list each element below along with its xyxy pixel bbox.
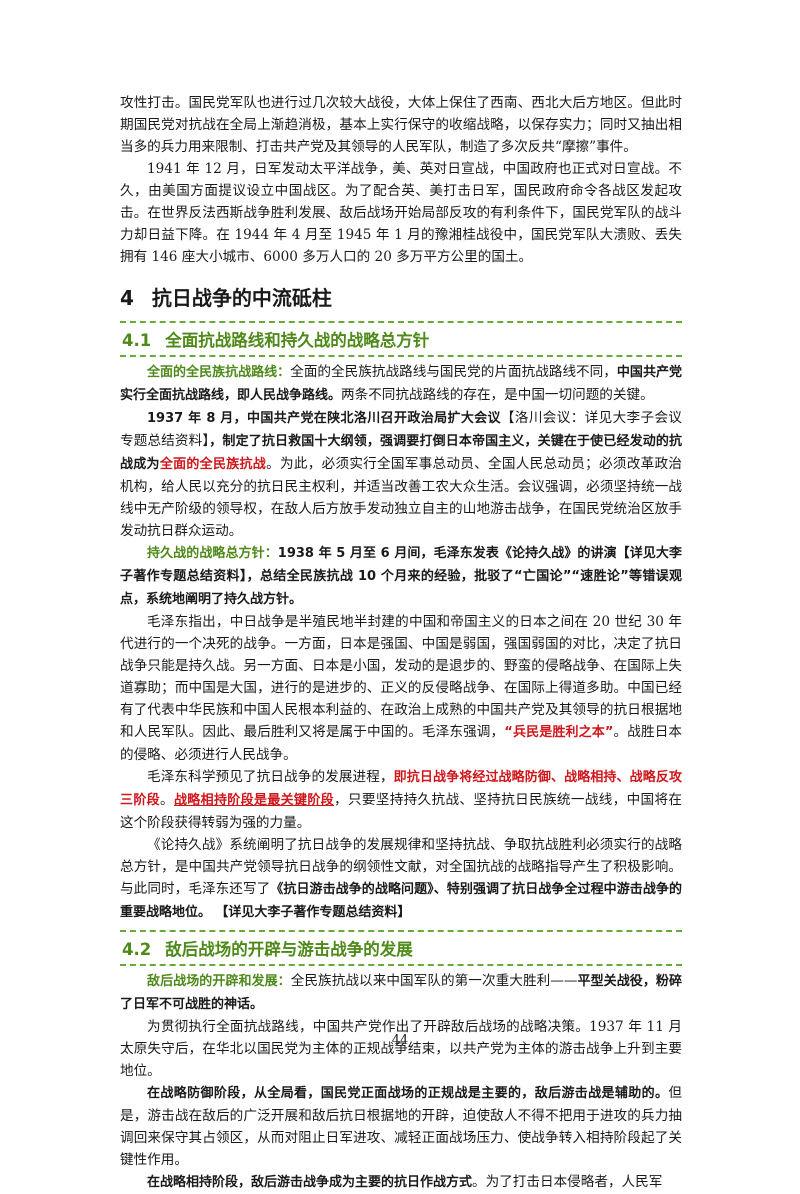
paragraph-8: 《论持久战》系统阐明了抗日战争的发展规律和坚持抗战、争取抗战胜利必须实行的战略总… <box>120 837 682 920</box>
paragraph-10: 为贯彻执行全面抗战路线，中国共产党作出了开辟敌后战场的战略决策。1937 年 1… <box>120 1019 682 1079</box>
paragraph-11: 在战略防御阶段，从全局看，国民党正面战场的正规战是主要的，敌后游击战是辅助的。但… <box>120 1085 682 1168</box>
section-number: 4.1 <box>122 331 152 350</box>
section-title: 全面抗战路线和持久战的战略总方针 <box>165 331 430 350</box>
paragraph-3: 全面的全民族抗战路线：全面的全民族抗战路线与国民党的片面抗战路线不同，中国共产党… <box>120 364 682 403</box>
paragraph-4: 1937 年 8 月，中国共产党在陕北洛川召开政治局扩大会议【洛川会议：详见大李… <box>120 410 682 539</box>
page-number: 44 <box>391 1033 409 1048</box>
page-body: 攻性打击。国民党军队也进行过几次较大战役，大体上保住了西南、西北大后方地区。但此… <box>120 92 682 1194</box>
section-heading-4-1: 4.1 全面抗战路线和持久战的战略总方针 <box>120 321 682 357</box>
section-heading-4-2: 4.2 敌后战场的开辟与游击战争的发展 <box>120 930 682 966</box>
paragraph-9: 敌后战场的开辟和发展：全民族抗战以来中国军队的第一次重大胜利——平型关战役，粉碎… <box>120 973 682 1012</box>
paragraph-5: 持久战的战略总方针：1938 年 5 月至 6 月间，毛泽东发表《论持久战》的讲… <box>120 546 682 607</box>
chapter-number: 4 <box>120 286 134 310</box>
paragraph-12: 在战略相持阶段，敌后游击战争成为主要的抗日作战方式。为了打击日本侵略者，人民军 <box>147 1174 663 1190</box>
chapter-title: 抗日战争的中流砥柱 <box>151 286 332 310</box>
section-title: 敌后战场的开辟与游击战争的发展 <box>165 940 413 959</box>
paragraph-6: 毛泽东指出，中日战争是半殖民地半封建的中国和帝国主义的日本之间在 20 世纪 3… <box>120 614 683 763</box>
paragraph-2: 1941 年 12 月，日军发动太平洋战争，美、英对日宣战，中国政府也正式对日宣… <box>120 161 682 265</box>
paragraph-1: 攻性打击。国民党军队也进行过几次较大战役，大体上保住了西南、西北大后方地区。但此… <box>120 95 682 155</box>
paragraph-7: 毛泽东科学预见了抗日战争的发展进程，即抗日战争将经过战略防御、战略相持、战略反攻… <box>120 769 682 831</box>
section-number: 4.2 <box>122 940 152 959</box>
chapter-heading: 4 抗日战争的中流砥柱 <box>120 282 682 311</box>
